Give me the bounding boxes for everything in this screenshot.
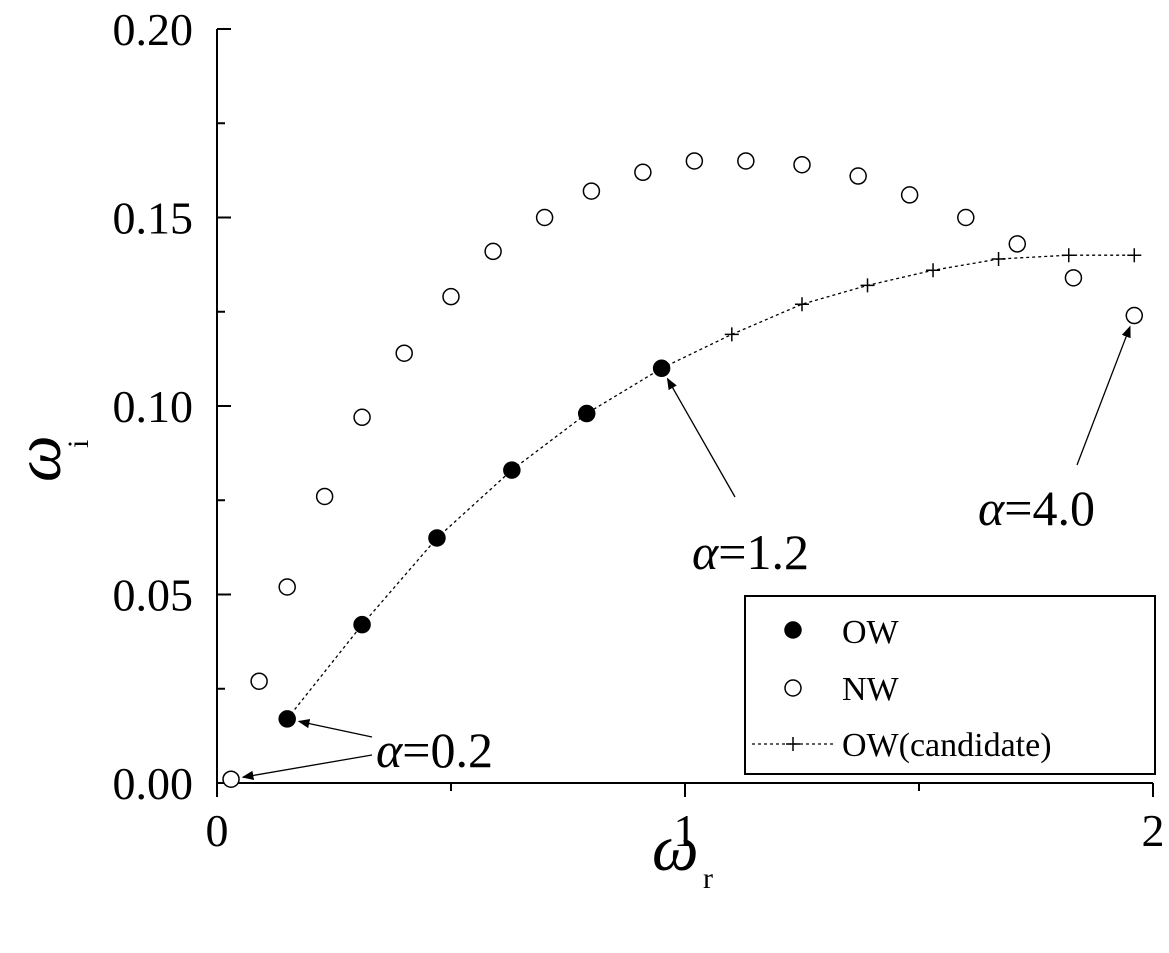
series-line-0 bbox=[286, 367, 662, 720]
annotation-arrow bbox=[297, 719, 373, 738]
nw-point bbox=[222, 770, 240, 788]
annotation-arrow bbox=[666, 377, 736, 498]
nw-point bbox=[1008, 235, 1027, 253]
nw-point bbox=[634, 163, 652, 182]
ow-point bbox=[428, 529, 446, 547]
annotation-label: α=1.2 bbox=[692, 524, 809, 580]
nw-point bbox=[582, 182, 601, 200]
annotation-label: α=0.2 bbox=[376, 722, 493, 778]
candidate-point bbox=[724, 327, 739, 342]
candidate-point bbox=[860, 278, 875, 293]
legend-marker-candidate bbox=[786, 737, 800, 751]
nw-point bbox=[535, 208, 554, 227]
candidate-point bbox=[795, 297, 809, 312]
x-axis-title: ω r bbox=[652, 812, 713, 895]
nw-point bbox=[353, 408, 371, 427]
svg-text:ω: ω bbox=[2, 435, 75, 482]
legend-label: NW bbox=[842, 671, 900, 708]
x-tick-label: 1 bbox=[674, 805, 697, 856]
nw-point bbox=[278, 578, 296, 596]
candidate-point bbox=[1127, 248, 1142, 263]
ow-point bbox=[577, 404, 596, 423]
nw-point bbox=[484, 242, 502, 261]
annotation-arrows bbox=[241, 325, 1131, 781]
nw-point bbox=[900, 186, 919, 204]
annotation-value: =0.2 bbox=[402, 722, 493, 778]
ow-point bbox=[278, 710, 296, 728]
legend-marker-nw bbox=[784, 679, 802, 697]
series-line-bridge bbox=[661, 333, 733, 369]
svg-text:ω: ω bbox=[652, 812, 699, 885]
y-tick-label: 0.05 bbox=[113, 570, 194, 621]
legend-label: OW bbox=[842, 614, 900, 651]
nw-point bbox=[957, 208, 975, 227]
annotation-value: =1.2 bbox=[718, 524, 809, 580]
annotation-arrow bbox=[241, 754, 373, 781]
annotation-label: α=4.0 bbox=[978, 480, 1095, 536]
legend-label: OW(candidate) bbox=[842, 727, 1052, 764]
nw-point bbox=[849, 167, 867, 185]
ow-point bbox=[503, 461, 521, 479]
nw-point bbox=[1125, 306, 1144, 325]
nw-point bbox=[685, 152, 704, 170]
svg-text:r: r bbox=[703, 862, 713, 895]
y-tick-label: 0.10 bbox=[113, 381, 194, 432]
candidate-point bbox=[926, 263, 941, 278]
nw-point bbox=[737, 152, 755, 170]
legend-marker-ow bbox=[784, 621, 802, 639]
x-tick-label: 2 bbox=[1142, 805, 1165, 856]
x-tick-label: 0 bbox=[206, 805, 229, 856]
candidate-point bbox=[1061, 248, 1076, 263]
nw-point bbox=[1064, 269, 1083, 287]
ow-point bbox=[353, 615, 371, 634]
y-tick-label: 0.00 bbox=[113, 758, 194, 809]
nw-point bbox=[395, 344, 413, 362]
legend: OW NW OW(candidate) bbox=[744, 595, 1156, 775]
data-points bbox=[222, 152, 1144, 788]
y-axis-title: ω i bbox=[2, 435, 95, 482]
y-tick-label: 0.20 bbox=[113, 4, 194, 55]
nw-point bbox=[793, 155, 811, 174]
y-tick-label: 0.15 bbox=[113, 193, 194, 244]
candidate-point bbox=[991, 251, 1006, 266]
svg-text:i: i bbox=[62, 440, 95, 448]
annotation-arrow bbox=[1076, 325, 1131, 466]
ow-point bbox=[652, 359, 671, 378]
annotation-value: =4.0 bbox=[1004, 480, 1095, 536]
nw-point bbox=[250, 672, 268, 690]
nw-point bbox=[315, 487, 334, 506]
nw-point bbox=[442, 287, 460, 306]
ticks: 0.00 0.05 0.10 0.15 0.20 0 1 2 bbox=[113, 4, 1165, 856]
